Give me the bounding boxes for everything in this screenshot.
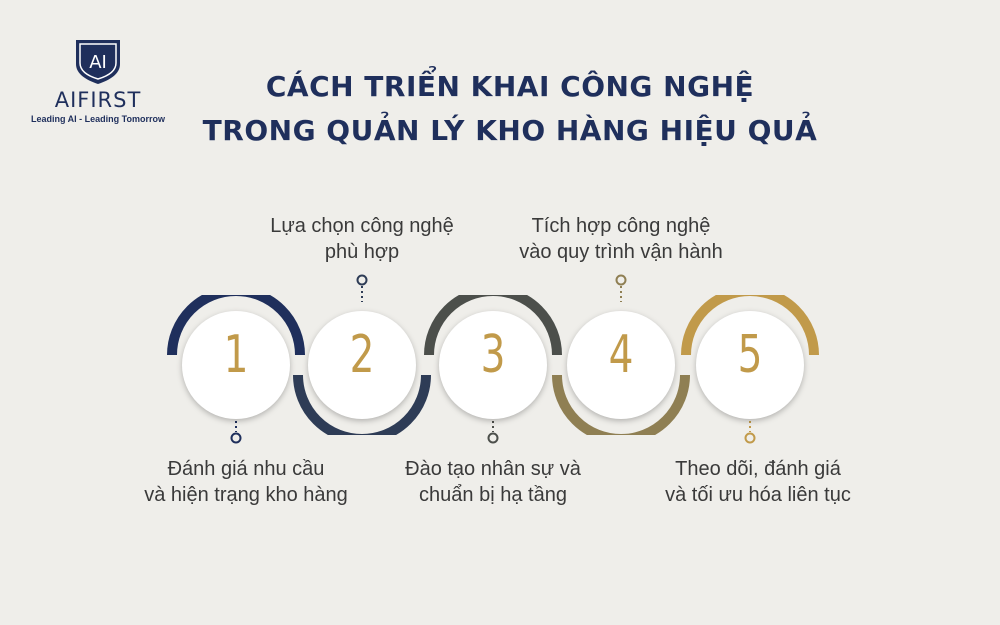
step-label-3: Đào tạo nhân sự và chuẩn bị hạ tầng (373, 456, 613, 508)
aifirst-logo: AI AIFIRST Leading AI - Leading Tomorrow (28, 36, 168, 124)
step-label-2: Lựa chọn công nghệ phù hợp (242, 213, 482, 265)
step-label-2-line2: phù hợp (324, 241, 400, 263)
brand-name: AIFIRST (54, 88, 142, 112)
step-2: 2 (292, 295, 432, 444)
step-label-5-line2: và tối ưu hóa liên tục (665, 484, 851, 506)
brand-slogan: Leading AI - Leading Tomorrow (31, 114, 165, 124)
step-number-1: 1 (223, 325, 249, 385)
step-label-3-line1: Đào tạo nhân sự và (405, 458, 581, 480)
step-label-5: Theo dõi, đánh giá và tối ưu hóa liên tụ… (638, 456, 878, 508)
step-label-4: Tích hợp công nghệ vào quy trình vận hàn… (501, 213, 741, 265)
step-1: 1 (166, 286, 306, 435)
logo-mark: AI (89, 52, 107, 73)
step-label-4-line1: Tích hợp công nghệ (531, 215, 711, 237)
step-number-2: 2 (349, 325, 375, 385)
step-label-1: Đánh giá nhu cầu và hiện trạng kho hàng (126, 456, 366, 508)
page-title-line2: TRONG QUẢN LÝ KHO HÀNG HIỆU QUẢ (202, 114, 818, 147)
step-5: 5 (680, 286, 820, 435)
step-label-4-line2: vào quy trình vận hành (519, 241, 723, 263)
step-label-3-line2: chuẩn bị hạ tầng (419, 484, 567, 506)
step-number-5: 5 (737, 325, 763, 385)
step-label-2-line1: Lựa chọn công nghệ (270, 215, 454, 237)
step-number-4: 4 (608, 325, 634, 385)
step-label-1-line1: Đánh giá nhu cầu (167, 458, 325, 480)
page-title-line1: CÁCH TRIỂN KHAI CÔNG NGHỆ (265, 70, 755, 103)
step-number-3: 3 (480, 325, 506, 385)
step-3: 3 (423, 286, 563, 435)
step-4: 4 (551, 295, 691, 444)
shield-logo-icon: AI (76, 40, 120, 84)
step-label-5-line1: Theo dõi, đánh giá (675, 458, 841, 480)
step-label-1-line2: và hiện trạng kho hàng (144, 484, 348, 506)
